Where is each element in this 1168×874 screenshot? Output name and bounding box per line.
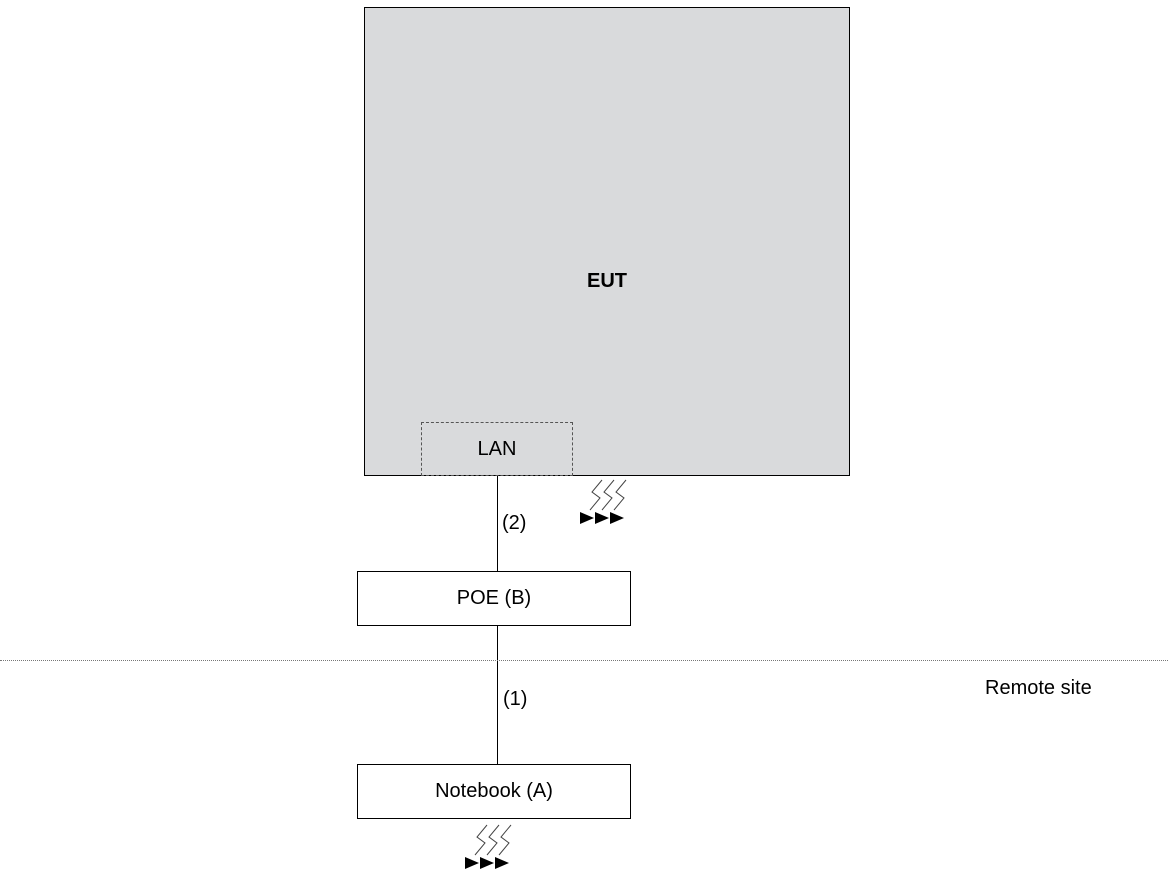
remote-site-boundary [0,660,1168,661]
poe-box: POE (B) [357,571,631,626]
notebook-label: Notebook (A) [435,780,553,802]
lan-label: LAN [477,437,517,460]
cable-1-line [497,626,498,764]
eut-label: EUT [587,270,627,292]
notebook-box: Notebook (A) [357,764,631,819]
cable-1-label: (1) [503,688,528,710]
poe-label: POE (B) [456,587,532,609]
cable-2-label: (2) [502,512,527,534]
cable-2-line [497,476,498,571]
remote-site-label: Remote site [985,677,1092,699]
rf-emission-arrows-icon [465,824,512,869]
lan-port: LAN [421,422,573,476]
rf-emission-arrows-icon [580,479,627,524]
eut-box [364,7,850,476]
